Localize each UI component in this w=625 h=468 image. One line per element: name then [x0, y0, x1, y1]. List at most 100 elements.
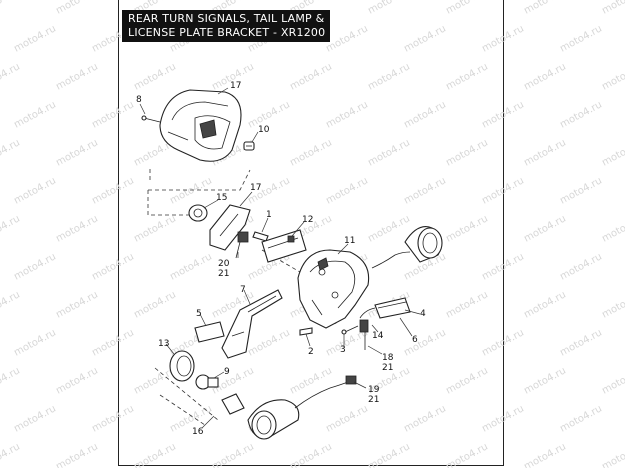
watermark-text: moto4.ru [324, 23, 370, 54]
watermark-text: moto4.ru [288, 137, 334, 168]
watermark-text: moto4.ru [444, 441, 490, 468]
watermark-text: moto4.ru [558, 403, 604, 434]
lens-13 [169, 350, 195, 382]
watermark-text: moto4.ru [402, 403, 448, 434]
watermark-text: moto4.ru [366, 441, 412, 468]
watermark-text: moto4.ru [480, 251, 526, 282]
screw-1 [252, 231, 269, 242]
grommet-10 [243, 141, 255, 151]
lamp-socket-assembly [188, 204, 251, 259]
fender-bracket-11 [297, 249, 370, 329]
watermark-text: moto4.ru [558, 99, 604, 130]
callout-21-clip: 21 [382, 363, 393, 373]
watermark-text: moto4.ru [0, 61, 22, 92]
watermark-text: moto4.ru [12, 251, 58, 282]
watermark-text: moto4.ru [132, 61, 178, 92]
watermark-text: moto4.ru [288, 365, 334, 396]
watermark-text: moto4.ru [12, 327, 58, 358]
watermark-text: moto4.ru [558, 327, 604, 358]
watermark-text: moto4.ru [600, 0, 625, 17]
watermark-text: moto4.ru [444, 0, 490, 17]
watermark-text: moto4.ru [444, 289, 490, 320]
license-plate-bracket-7 [221, 289, 283, 359]
watermark-text: moto4.ru [54, 61, 100, 92]
watermark-text: moto4.ru [366, 0, 412, 17]
callout-17-housing: 17 [230, 81, 241, 91]
watermark-text: moto4.ru [522, 0, 568, 17]
callout-12: 12 [302, 215, 313, 225]
watermark-text: moto4.ru [12, 23, 58, 54]
callout-labels: 17 8 10 17 15 1 12 11 20 21 7 5 4 14 6 2… [136, 81, 426, 437]
watermark-text: moto4.ru [12, 99, 58, 130]
callout-5: 5 [196, 309, 202, 319]
watermark-text: moto4.ru [12, 175, 58, 206]
bulb-9 [195, 374, 219, 390]
callout-7: 7 [240, 285, 246, 295]
watermark-text: moto4.ru [522, 289, 568, 320]
tail-lamp-housing [159, 89, 242, 162]
watermark-text: moto4.ru [132, 213, 178, 244]
callout-21-signal: 21 [368, 395, 379, 405]
watermark-text: moto4.ru [600, 213, 625, 244]
watermark-text: moto4.ru [522, 61, 568, 92]
watermark-text: moto4.ru [246, 327, 292, 358]
title-line-2: LICENSE PLATE BRACKET - XR1200 [128, 26, 326, 39]
watermark-text: moto4.ru [600, 137, 625, 168]
diagram-frame [118, 0, 504, 466]
watermark-text: moto4.ru [366, 61, 412, 92]
watermark-text: moto4.ru [324, 99, 370, 130]
title-line-1: REAR TURN SIGNALS, TAIL LAMP & [128, 12, 325, 25]
watermark-text: moto4.ru [600, 365, 625, 396]
watermark-text: moto4.ru [54, 0, 100, 17]
watermark-text: moto4.ru [324, 403, 370, 434]
watermark-text: moto4.ru [288, 441, 334, 468]
callout-3: 3 [340, 345, 346, 355]
watermark-text: moto4.ru [0, 0, 22, 17]
watermark-text: moto4.ru [558, 251, 604, 282]
watermark-text: moto4.ru [444, 61, 490, 92]
watermark-text: moto4.ru [402, 23, 448, 54]
watermark-text: moto4.ru [90, 99, 136, 130]
callout-13: 13 [158, 339, 169, 349]
watermark-text: moto4.ru [132, 289, 178, 320]
watermark-text: moto4.ru [402, 175, 448, 206]
watermark-text: moto4.ru [168, 251, 214, 282]
watermark-text: moto4.ru [522, 137, 568, 168]
watermark-text: moto4.ru [54, 137, 100, 168]
watermark-text: moto4.ru [600, 441, 625, 468]
callout-17-gasket: 17 [250, 183, 261, 193]
callout-10: 10 [258, 125, 270, 135]
watermark-text: moto4.ru [0, 441, 22, 468]
watermark-text: moto4.ru [366, 213, 412, 244]
callout-19: 19 [368, 385, 380, 395]
watermark-text: moto4.ru [480, 23, 526, 54]
watermark-text: moto4.ru [324, 175, 370, 206]
watermark-text: moto4.ru [480, 403, 526, 434]
watermark-text: moto4.ru [210, 441, 256, 468]
turn-signal-left-lower [221, 375, 357, 440]
callout-18: 18 [382, 353, 394, 363]
callout-1: 1 [266, 210, 272, 220]
watermark-text: moto4.ru [600, 289, 625, 320]
watermark-text: moto4.ru [90, 403, 136, 434]
callout-16: 16 [192, 427, 204, 437]
watermark-text: moto4.ru [444, 213, 490, 244]
wiring-harness-clip [341, 297, 411, 350]
screw-8 [141, 115, 161, 123]
watermark-text: moto4.ru [90, 175, 136, 206]
watermark-text: moto4.ru [12, 403, 58, 434]
watermark-text: moto4.ru [522, 365, 568, 396]
watermark-text: moto4.ru [480, 175, 526, 206]
watermark-text: moto4.ru [558, 23, 604, 54]
callout-6: 6 [412, 335, 418, 345]
callout-8: 8 [136, 95, 142, 105]
watermark-text: moto4.ru [0, 365, 22, 396]
callout-15: 15 [216, 193, 227, 203]
watermark-text: moto4.ru [480, 99, 526, 130]
diagram-title: REAR TURN SIGNALS, TAIL LAMP & LICENSE P… [122, 10, 330, 42]
watermark-text: moto4.ru [402, 99, 448, 130]
leader-lines [139, 87, 421, 429]
callout-21-socket: 21 [218, 269, 229, 279]
watermark-text: moto4.ru [90, 327, 136, 358]
